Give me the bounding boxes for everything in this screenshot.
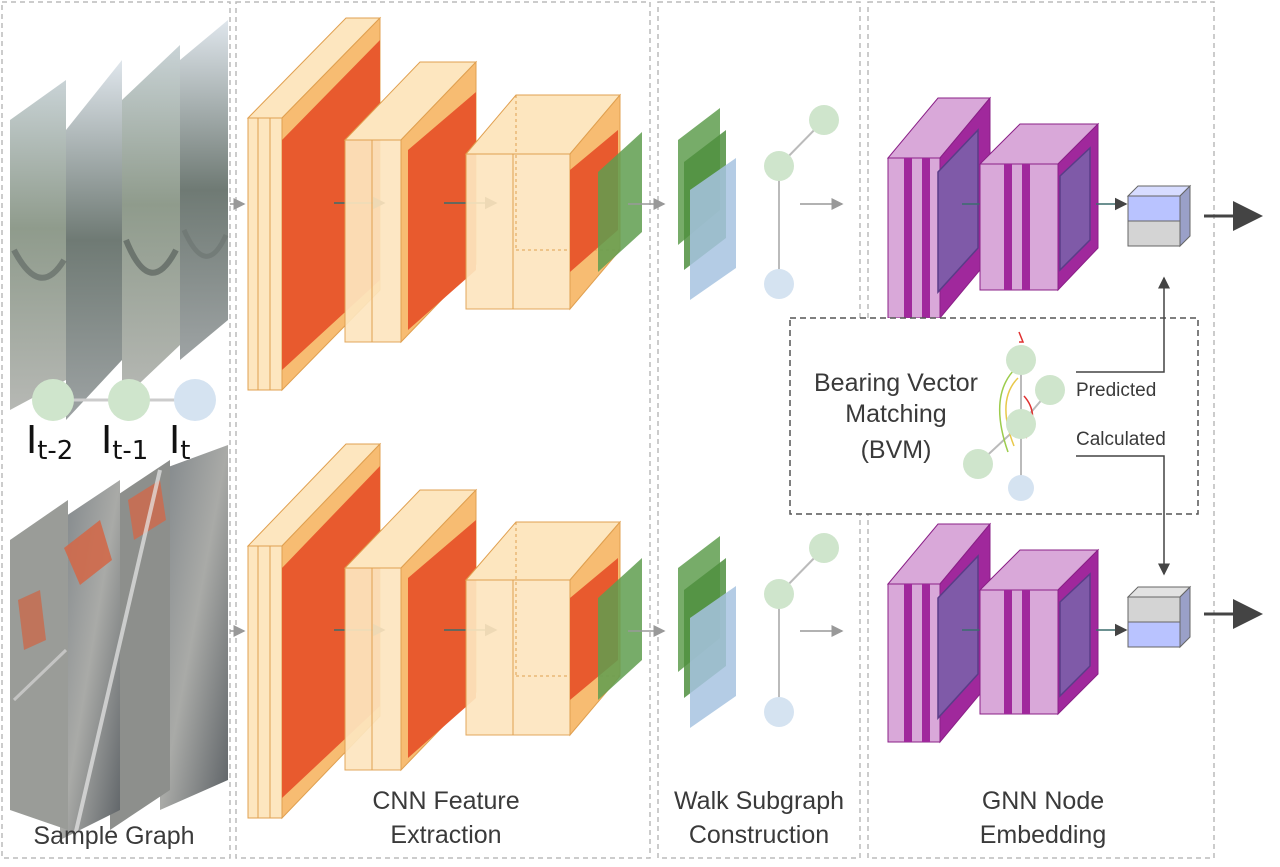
- aerial-image-4: [10, 500, 68, 830]
- sample-node-chain: [32, 379, 216, 421]
- bvm-node: [1008, 475, 1034, 501]
- frame-sample-graph: [1, 1, 231, 859]
- walk-subgraph-bottom: [678, 533, 844, 728]
- graph-node-t-1: [108, 379, 150, 421]
- aerial-image-2: [110, 460, 170, 830]
- bvm-title-line1: Bearing Vector: [814, 369, 978, 397]
- aerial-image-1: [160, 445, 228, 810]
- walk-node: [764, 579, 794, 609]
- bvm-node: [1006, 345, 1036, 375]
- label-sample-graph: Sample Graph: [33, 822, 194, 850]
- street-view-image-3: [66, 60, 122, 420]
- cnn-bottom: [246, 442, 642, 820]
- walk-subgraph-top: [678, 105, 844, 300]
- walk-node: [764, 269, 794, 299]
- label-cnn-line1: CNN Feature: [372, 787, 519, 815]
- bvm-title-line3: (BVM): [861, 436, 932, 464]
- calculated-label: Calculated: [1076, 429, 1166, 450]
- walk-node: [764, 151, 794, 181]
- label-walk-line1: Walk Subgraph: [674, 787, 844, 815]
- predicted-arrow: [1076, 276, 1170, 373]
- bvm-node: [963, 449, 993, 479]
- gnn-bottom: [886, 522, 1263, 744]
- label-gnn-line2: Embedding: [980, 821, 1106, 849]
- gnn-top: [886, 96, 1263, 320]
- calculated-arrow: [1076, 455, 1170, 576]
- cnn-top: [246, 16, 642, 392]
- walk-node: [809, 105, 839, 135]
- aerial-image-stack: [10, 445, 228, 841]
- street-view-image-2: [122, 45, 180, 400]
- frame-cnn: [235, 1, 651, 859]
- street-view-image-stack: [10, 20, 229, 420]
- node-label-t-2: It-2: [26, 418, 73, 466]
- predicted-label: Predicted: [1076, 380, 1156, 401]
- node-label-t-1: It-1: [101, 418, 148, 466]
- bvm-box: Bearing Vector Matching (BVM) Predicted …: [789, 317, 1199, 515]
- street-view-image-4: [10, 80, 66, 410]
- walk-node: [764, 697, 794, 727]
- node-label-t: It: [169, 418, 190, 466]
- graph-node-t: [174, 379, 216, 421]
- bvm-node: [1035, 375, 1065, 405]
- label-walk-line2: Construction: [689, 821, 829, 849]
- graph-node-t-2: [32, 379, 74, 421]
- bvm-graph: [963, 331, 1065, 501]
- label-gnn-line1: GNN Node: [982, 787, 1104, 815]
- street-view-image-1: [180, 20, 228, 360]
- output-vector-calculated: [1126, 585, 1192, 649]
- label-cnn-line2: Extraction: [390, 821, 501, 849]
- bvm-title-line2: Matching: [845, 400, 946, 428]
- output-vector-predicted: [1126, 184, 1192, 248]
- bvm-node: [1006, 409, 1036, 439]
- walk-node: [809, 533, 839, 563]
